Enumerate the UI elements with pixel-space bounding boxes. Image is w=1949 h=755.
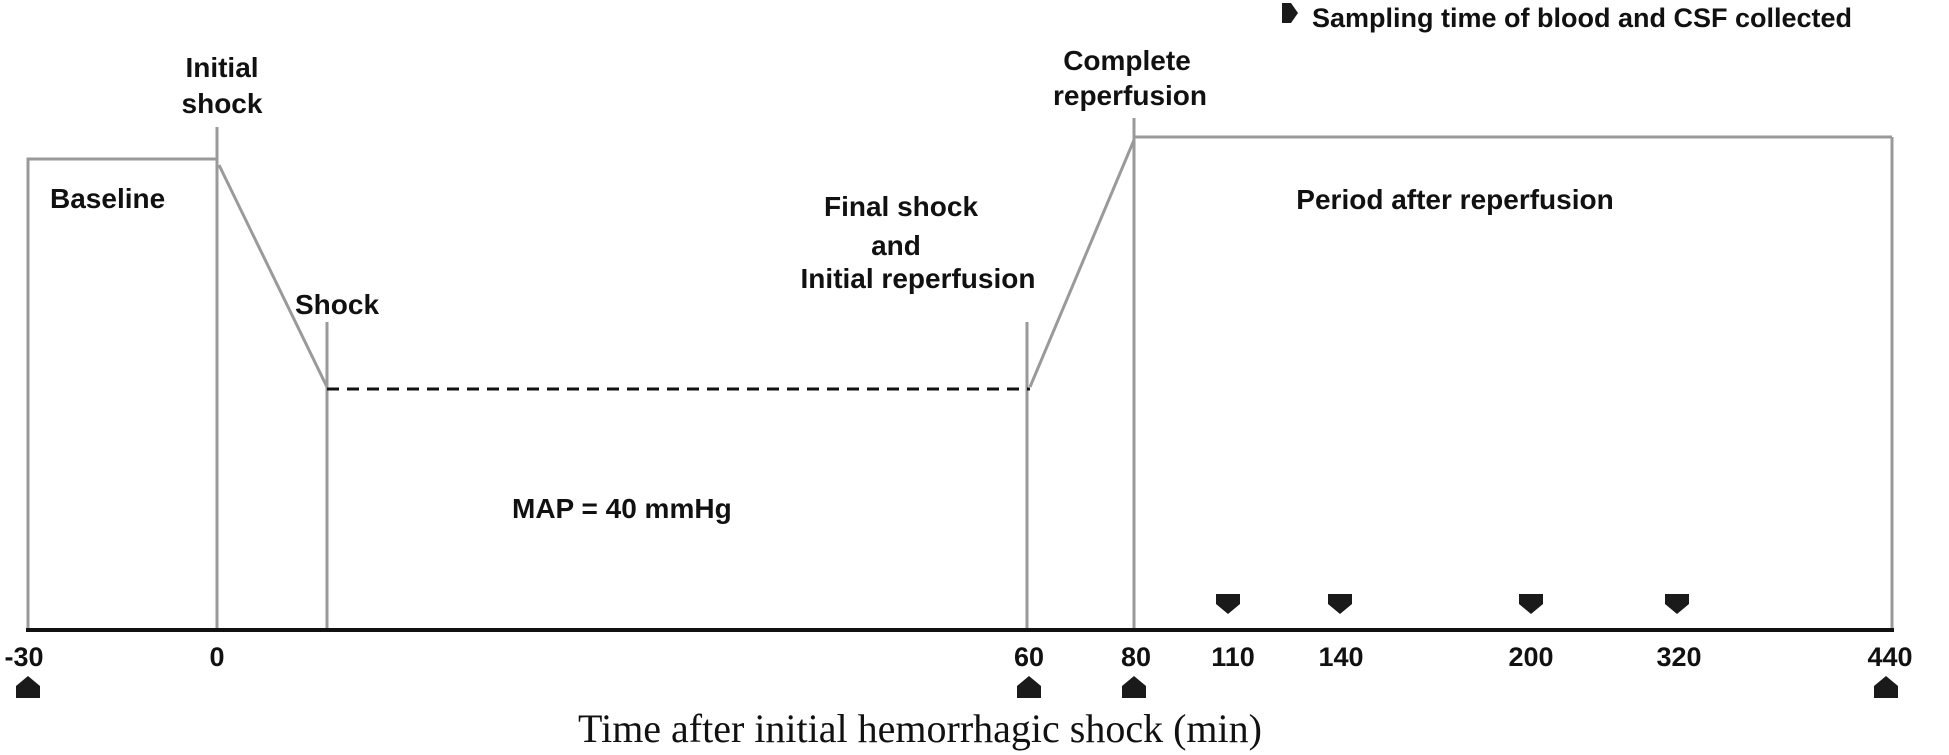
axis-title: Time after initial hemorrhagic shock (mi…: [578, 706, 1262, 751]
final-shock-label-line3: Initial reperfusion: [801, 263, 1036, 294]
complete-reperfusion-label-line2: reperfusion: [1053, 80, 1207, 111]
pressure-drop-line: [217, 164, 329, 388]
final-shock-label-line1: Final shock: [824, 191, 978, 222]
tick-label: 440: [1867, 642, 1912, 672]
baseline-label: Baseline: [50, 183, 165, 214]
complete-reperfusion-label-line1: Complete: [1063, 45, 1191, 76]
up-marker-icon: [16, 676, 40, 698]
legend-marker-icon: [1282, 3, 1298, 23]
tick-label: 80: [1121, 642, 1151, 672]
tick-label: 0: [209, 642, 224, 672]
tick-label: 110: [1211, 642, 1255, 672]
shock-label: Shock: [295, 289, 379, 320]
up-marker-icon: [1017, 676, 1041, 698]
baseline-box: [26, 157, 217, 630]
tick-label: -30: [4, 642, 43, 672]
tick-label: 140: [1318, 642, 1363, 672]
sampling-marker-icon: [1519, 594, 1543, 614]
tick-label: 60: [1014, 642, 1044, 672]
tick-label: 200: [1508, 642, 1553, 672]
legend-text: Sampling time of blood and CSF collected: [1312, 3, 1852, 33]
map-label: MAP = 40 mmHg: [512, 493, 732, 524]
legend: Sampling time of blood and CSF collected: [1282, 3, 1852, 33]
sampling-marker-icon: [1665, 594, 1689, 614]
final-shock-label-line2: and: [871, 230, 921, 261]
up-marker-icon: [1874, 676, 1898, 698]
pressure-rise-line: [1028, 139, 1136, 388]
up-marker-icon: [1122, 676, 1146, 698]
sampling-marker-icon: [1216, 594, 1240, 614]
tick-label: 320: [1656, 642, 1701, 672]
period-after-reperfusion-label: Period after reperfusion: [1296, 184, 1613, 215]
sampling-marker-icon: [1328, 594, 1352, 614]
initial-shock-label-line1: Initial: [185, 52, 258, 83]
initial-shock-label-line2: shock: [182, 88, 263, 119]
